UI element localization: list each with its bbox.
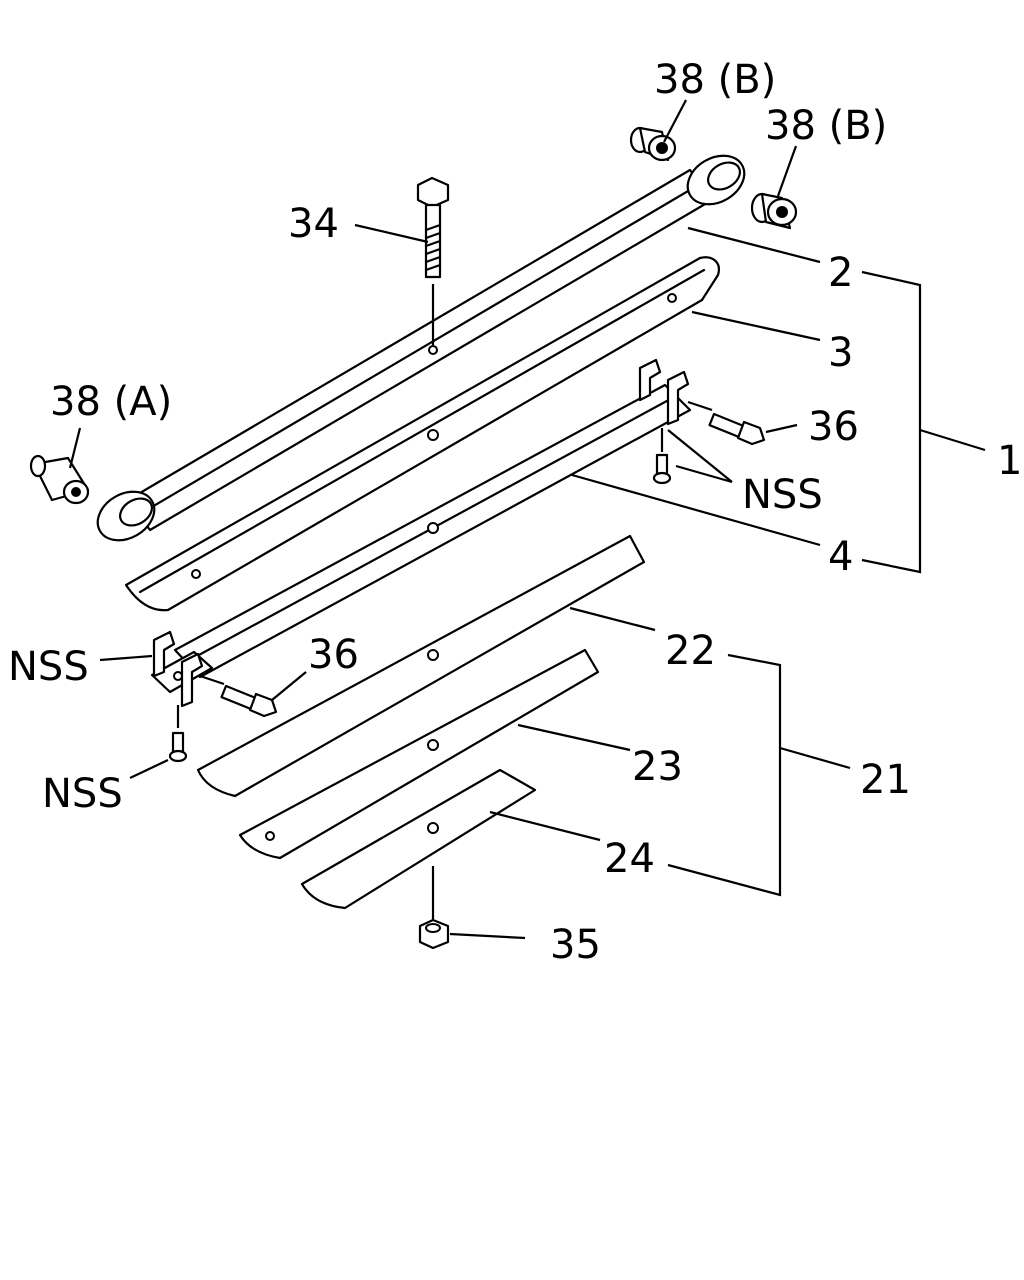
rear-clip (638, 358, 690, 426)
label-23: 23 (632, 744, 683, 790)
rivet-nss-rear (652, 428, 672, 485)
label-2: 2 (828, 250, 853, 296)
label-38b-left: 38 (B) (654, 57, 776, 103)
leader-lines (68, 99, 986, 940)
front-eye (96, 490, 156, 542)
rivet-nss-front (168, 705, 188, 763)
label-36-rear: 36 (808, 404, 859, 450)
label-22: 22 (665, 628, 716, 674)
label-36-front: 36 (308, 632, 359, 678)
leaf-part-4 (150, 358, 692, 708)
leaf-part-24 (300, 768, 537, 910)
label-38b-right: 38 (B) (765, 103, 887, 149)
leaf-part-23 (238, 648, 600, 860)
label-35: 35 (550, 922, 601, 968)
main-leaf-part-2 (96, 154, 746, 542)
clip-bolt-36-front (199, 674, 278, 718)
leaf-part-3 (124, 256, 720, 612)
leaf-part-22 (196, 534, 646, 798)
label-21: 21 (860, 757, 911, 803)
label-24: 24 (604, 836, 655, 882)
label-nss-rear: NSS (742, 472, 823, 518)
clip-bolt-36-rear (687, 400, 766, 446)
label-nss-bottom: NSS (42, 771, 123, 817)
label-1: 1 (997, 438, 1022, 484)
center-bolt-34 (416, 176, 450, 345)
label-34: 34 (288, 201, 339, 247)
label-3: 3 (828, 330, 853, 376)
part-labels: 38 (B) 38 (B) 34 2 3 38 (A) 36 1 NSS 4 2… (8, 57, 1022, 968)
bushing-38-b-right (750, 192, 798, 230)
label-38a: 38 (A) (50, 379, 172, 425)
rear-eye (686, 154, 746, 206)
nut-35 (418, 866, 450, 950)
front-clip (150, 630, 214, 708)
bushing-38-b-left (629, 126, 677, 162)
bushing-38-a (29, 454, 90, 505)
label-4: 4 (828, 534, 853, 580)
label-nss-front: NSS (8, 644, 89, 690)
